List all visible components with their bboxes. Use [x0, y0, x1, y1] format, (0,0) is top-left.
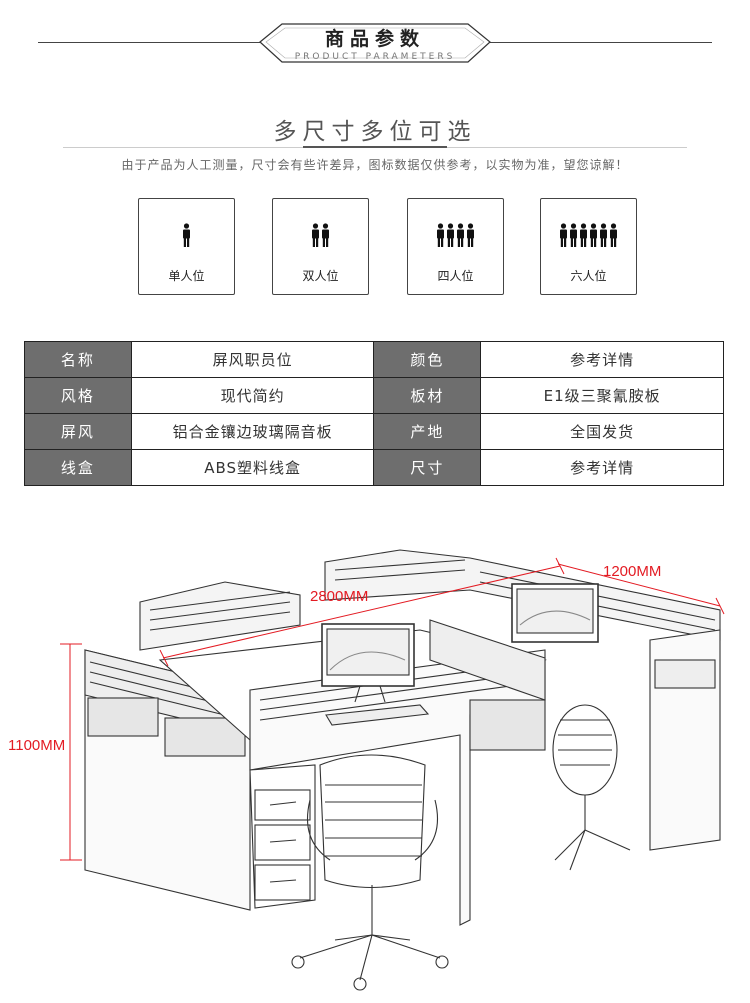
spec-key: 产地 [373, 413, 482, 450]
spec-value: 铝合金镶边玻璃隔音板 [130, 413, 375, 450]
people-icons [273, 223, 368, 247]
person-icon [447, 223, 454, 247]
spec-row: 名称屏风职员位颜色参考详情 [24, 341, 724, 378]
spec-value: 全国发货 [480, 413, 724, 450]
person-icon [437, 223, 444, 247]
person-icon [600, 223, 607, 247]
person-icon [312, 223, 319, 247]
spec-value: 现代简约 [130, 377, 375, 414]
seat-option-card[interactable]: 六人位 [540, 198, 637, 295]
seat-option-label: 四人位 [437, 269, 474, 283]
banner-subtitle: PRODUCT PARAMETERS [294, 52, 456, 62]
person-icon [590, 223, 597, 247]
dimension-length-label: 2800MM [310, 588, 369, 605]
spec-value: 屏风职员位 [130, 341, 375, 378]
spec-key: 线盒 [24, 449, 132, 486]
people-icons [541, 223, 636, 247]
section-headline: 多尺寸多位可选 [273, 119, 477, 145]
spec-key: 名称 [24, 341, 132, 378]
spec-value: E1级三聚氰胺板 [480, 377, 724, 414]
people-icons [408, 223, 503, 247]
person-icon [570, 223, 577, 247]
person-icon [183, 223, 190, 247]
dimension-height-label: 1100MM [8, 737, 66, 754]
person-icon [560, 223, 567, 247]
seat-option-label: 双人位 [302, 269, 339, 283]
spec-key: 风格 [24, 377, 132, 414]
seat-option-card[interactable]: 单人位 [138, 198, 235, 295]
seat-option-card[interactable]: 双人位 [272, 198, 369, 295]
dimension-depth-label: 1200MM [603, 563, 662, 580]
person-icon [457, 223, 464, 247]
spec-value: 参考详情 [480, 449, 724, 486]
seat-option-card[interactable]: 四人位 [407, 198, 504, 295]
header-banner: 商品参数 PRODUCT PARAMETERS [0, 0, 750, 80]
person-icon [580, 223, 587, 247]
headline-rule [63, 146, 687, 148]
banner-rule-right [490, 42, 712, 43]
disclaimer-note: 由于产品为人工测量，尺寸会有些许差异，图标数据仅供参考，以实物为准，望您谅解！ [121, 158, 629, 172]
spec-key: 板材 [373, 377, 482, 414]
banner-rule-left [38, 42, 260, 43]
banner-frame [259, 23, 491, 63]
person-icon [467, 223, 474, 247]
workstation-drawing [60, 549, 725, 991]
seat-option-label: 六人位 [570, 269, 607, 283]
spec-key: 屏风 [24, 413, 132, 450]
seat-option-label: 单人位 [168, 269, 205, 283]
spec-row: 屏风铝合金镶边玻璃隔音板产地全国发货 [24, 413, 724, 450]
banner-title: 商品参数 [324, 28, 425, 50]
person-icon [610, 223, 617, 247]
people-icons [139, 223, 234, 247]
spec-key: 颜色 [373, 341, 482, 378]
spec-key: 尺寸 [373, 449, 482, 486]
workstation-illustration: 2800MM 1200MM 1100MM [0, 540, 750, 1003]
person-icon [322, 223, 329, 247]
spec-value: ABS塑料线盒 [130, 449, 375, 486]
spec-value: 参考详情 [480, 341, 724, 378]
